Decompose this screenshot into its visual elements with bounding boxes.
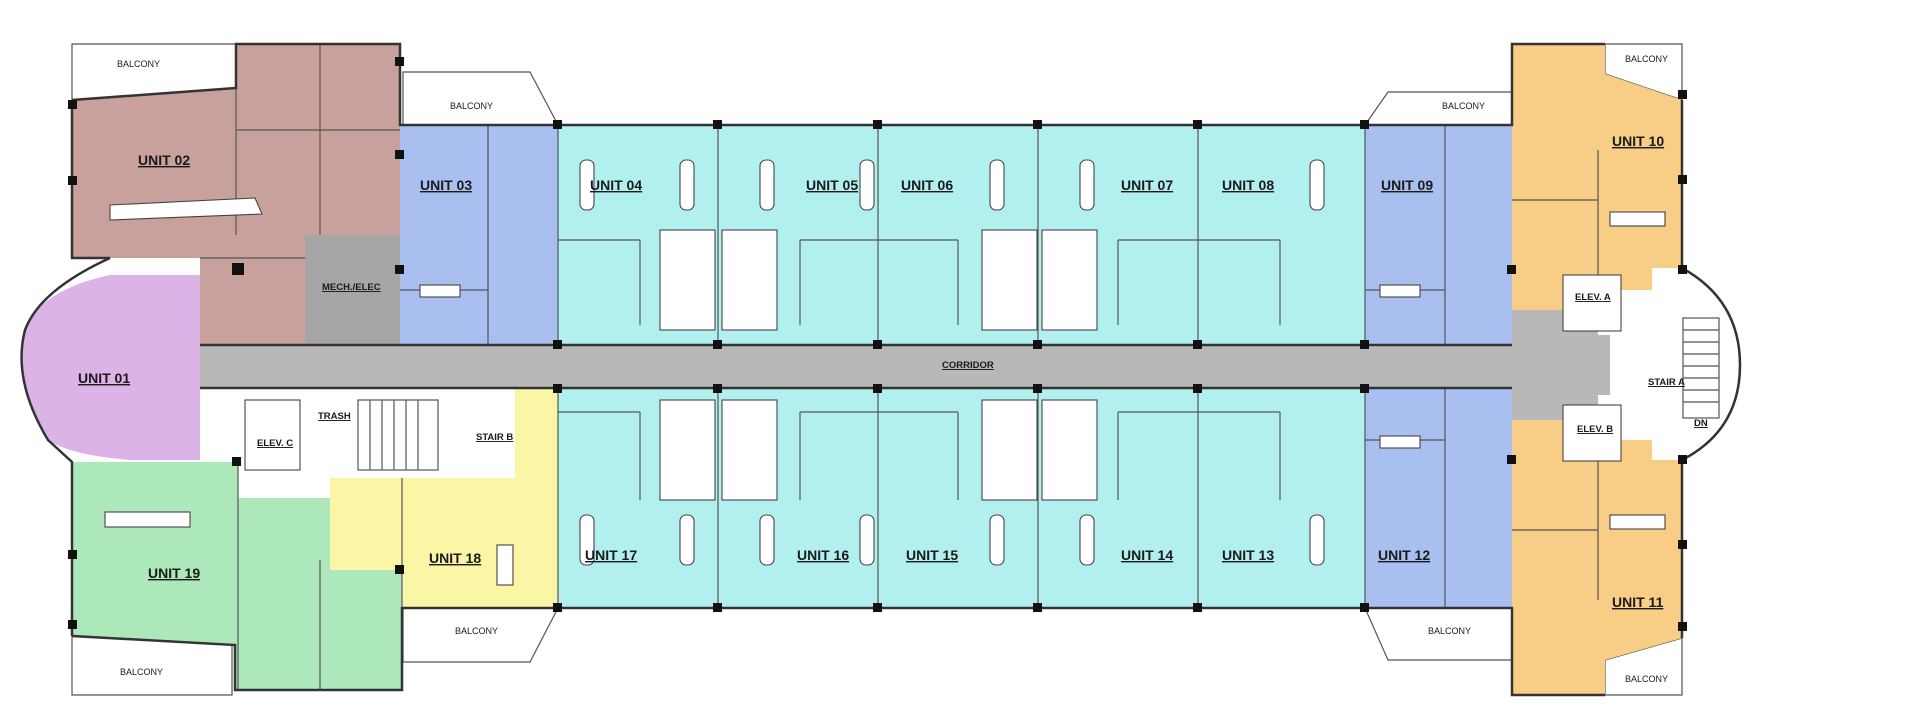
trash-label: TRASH	[318, 411, 351, 422]
balcony-label-unit19: BALCONY	[120, 667, 163, 677]
unit-label-02: UNIT 02	[138, 152, 190, 168]
unit09-area	[1365, 125, 1512, 345]
kitchen-island-unit02	[109, 197, 263, 221]
exterior-walls	[20, 42, 1742, 697]
unit-label-15: UNIT 15	[906, 547, 958, 563]
unit-label-12: UNIT 12	[1378, 547, 1430, 563]
interior-walls	[200, 44, 1599, 690]
mech-label: MECH./ELEC	[322, 282, 381, 293]
unit01-area	[21, 275, 200, 460]
balcony-unit09	[1363, 91, 1513, 126]
elevator-a-shaft	[1562, 274, 1622, 332]
unit-label-05: UNIT 05	[806, 177, 858, 193]
kitchen-island-unit12	[1379, 435, 1421, 449]
unit12-area	[1365, 388, 1512, 608]
balcony-unit19	[71, 635, 233, 696]
unit-label-08: UNIT 08	[1222, 177, 1274, 193]
kitchen-island-unit10	[1609, 211, 1666, 227]
balcony-label-unit02: BALCONY	[117, 59, 160, 69]
stair-a-label: STAIR A	[1648, 377, 1685, 388]
elevator-c-shaft	[244, 399, 301, 471]
unit-label-01: UNIT 01	[78, 370, 130, 386]
unit-label-07: UNIT 07	[1121, 177, 1173, 193]
unit03-area	[400, 125, 558, 345]
unit-label-19: UNIT 19	[148, 565, 200, 581]
balcony-label-unit12: BALCONY	[1428, 626, 1471, 636]
mech-room	[305, 235, 400, 345]
unit-label-04: UNIT 04	[590, 177, 642, 193]
kitchen-island-unit18	[496, 544, 514, 586]
unit-fills	[21, 44, 1740, 695]
dn-label: DN	[1694, 418, 1708, 429]
labels: UNIT 01 UNIT 02 UNIT 03 UNIT 04 UNIT 05 …	[78, 54, 1708, 684]
columns	[68, 57, 1687, 631]
corridor-area	[200, 310, 1610, 420]
kitchen-island-unit19	[104, 511, 191, 528]
unit11-area	[1512, 420, 1682, 695]
unit-label-17: UNIT 17	[585, 547, 637, 563]
balcony-label-unit10: BALCONY	[1625, 54, 1668, 64]
stair-b-treads	[357, 399, 439, 471]
stair-b-label: STAIR B	[476, 432, 513, 443]
kitchen-island-unit03	[419, 284, 461, 298]
unit-label-13: UNIT 13	[1222, 547, 1274, 563]
elev-a-label: ELEV. A	[1575, 292, 1611, 303]
unit-label-06: UNIT 06	[901, 177, 953, 193]
balcony-label-unit18: BALCONY	[455, 626, 498, 636]
balcony-label-unit11: BALCONY	[1625, 674, 1668, 684]
fixtures	[104, 159, 1720, 586]
corridor-label: CORRIDOR	[942, 360, 994, 371]
unit-label-16: UNIT 16	[797, 547, 849, 563]
stair-a-treads	[1682, 317, 1720, 419]
kitchen-island-unit11	[1609, 514, 1666, 530]
balcony-unit03	[402, 71, 559, 126]
unit10-area	[1512, 44, 1682, 310]
unit-label-09: UNIT 09	[1381, 177, 1433, 193]
unit-label-11: UNIT 11	[1612, 594, 1664, 610]
unit-label-10: UNIT 10	[1612, 133, 1664, 149]
unit-label-14: UNIT 14	[1121, 547, 1173, 563]
elev-c-label: ELEV. C	[257, 438, 293, 449]
balcony-label-unit09: BALCONY	[1442, 101, 1485, 111]
unit-label-03: UNIT 03	[420, 177, 472, 193]
kitchen-island-unit09	[1379, 284, 1421, 298]
balcony-label-unit03: BALCONY	[450, 101, 493, 111]
elevator-b-shaft	[1562, 404, 1622, 462]
elev-b-label: ELEV. B	[1577, 424, 1613, 435]
unit-label-18: UNIT 18	[429, 550, 481, 566]
